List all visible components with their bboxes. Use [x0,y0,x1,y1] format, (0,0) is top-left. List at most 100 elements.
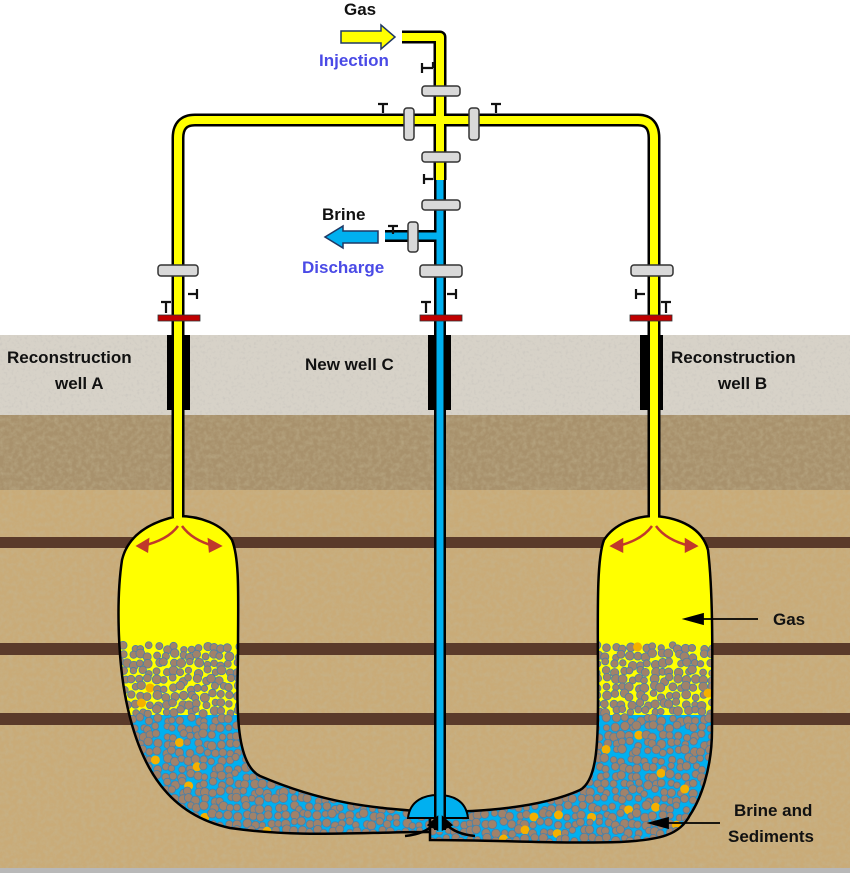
sediment-particle [281,810,291,820]
sediment-particle [641,800,652,811]
sediment-particle [198,709,208,719]
sediment-particle [640,667,650,677]
sediment-particle [593,805,602,813]
valve[interactable] [421,85,461,97]
sediment-particle [190,754,201,764]
valve[interactable] [407,221,419,253]
label-pointers [646,612,758,830]
sediment-particle [144,716,154,726]
sediment-particle [452,819,460,828]
sediment-particle [136,698,146,708]
sediment-particle [601,764,610,773]
sediment-particle [254,796,265,806]
sediment-particle [194,657,205,668]
valve[interactable] [421,151,461,163]
sediment-particle [507,819,517,829]
sediment-particle [682,806,691,814]
sediment-particle [586,818,594,826]
sediment-particle [688,796,698,805]
sediment-particle [683,733,691,742]
sediment-particle [563,800,573,810]
sediment-particle [632,763,642,774]
sediment-particle [366,820,377,831]
sediment-particle [631,746,641,756]
sediment-particle [626,708,635,716]
sediment-particle [624,682,634,692]
sediment-particle [224,765,233,774]
sediment-particle [610,659,619,668]
sediment-particle [274,811,283,820]
sediment-particle [635,778,643,787]
sediment-particle [206,673,216,684]
sediment-particle [203,748,212,757]
valve[interactable] [157,264,199,277]
sediment-particle [184,666,193,674]
sediment-particle [688,723,698,733]
sediment-particle [152,746,162,756]
sediment-particle [563,813,571,822]
valve[interactable] [419,264,463,278]
sediment-particle [647,811,658,821]
sediment-particle [216,740,226,750]
sediment-particle [624,805,634,815]
sediment-particle [192,649,202,659]
well-a-label-2: well A [54,374,104,393]
sediment-particle [200,773,209,781]
sediment-particle [178,765,187,774]
sediment-particle [699,668,707,677]
sediment-particle [681,689,692,700]
sediment-particle [602,682,611,691]
sediment-particle [697,729,706,738]
sediment-particle [688,755,698,765]
sediment-particle [618,705,627,714]
sediment-particle [208,688,217,698]
sediment-particle [672,801,681,810]
sediment-particle [215,723,225,733]
sediment-particle [657,708,665,716]
gas-cavity-label: Gas [773,610,805,629]
strata-line-3 [0,713,850,725]
sediment-particle [231,792,242,803]
sediment-particle [142,692,152,701]
sediment-particle [688,643,696,652]
sediment-particle [375,817,384,826]
sediment-particle [231,769,239,777]
sediment-particle [163,777,172,786]
sediment-particle [640,676,648,685]
sediment-particle [697,722,707,731]
sediment-particle [585,840,595,843]
sediment-particle [168,771,178,781]
sediment-particle [215,786,226,796]
valve[interactable] [421,199,461,211]
sediment-particle [216,689,225,698]
valve[interactable] [403,107,415,141]
sediment-particle [232,803,241,812]
sediment-particle [215,811,224,820]
sediment-particle [628,784,638,794]
sediment-particle [199,800,209,811]
sediment-particle [150,755,160,765]
sediment-particle [143,673,152,683]
sediment-particle [211,749,220,758]
sediment-particle [706,658,713,668]
sediment-particle [680,680,691,691]
sediment-particle [225,700,233,708]
flanges [157,314,673,322]
sediment-particle [579,832,590,843]
sediment-particle [207,808,218,819]
sediment-particle [232,739,241,748]
sediment-particle [672,706,683,717]
sediment-particle [215,652,224,660]
brine-pipeline [385,180,446,832]
sediment-particle [146,701,154,710]
sediment-particle [226,673,236,683]
valve[interactable] [468,107,480,141]
sediment-particle [239,787,248,795]
valves [157,85,674,278]
valve[interactable] [630,264,674,277]
sediment-particle [601,744,611,754]
sediment-particle [257,778,268,789]
sediment-particle [192,673,202,684]
sediment-particle [617,795,627,805]
